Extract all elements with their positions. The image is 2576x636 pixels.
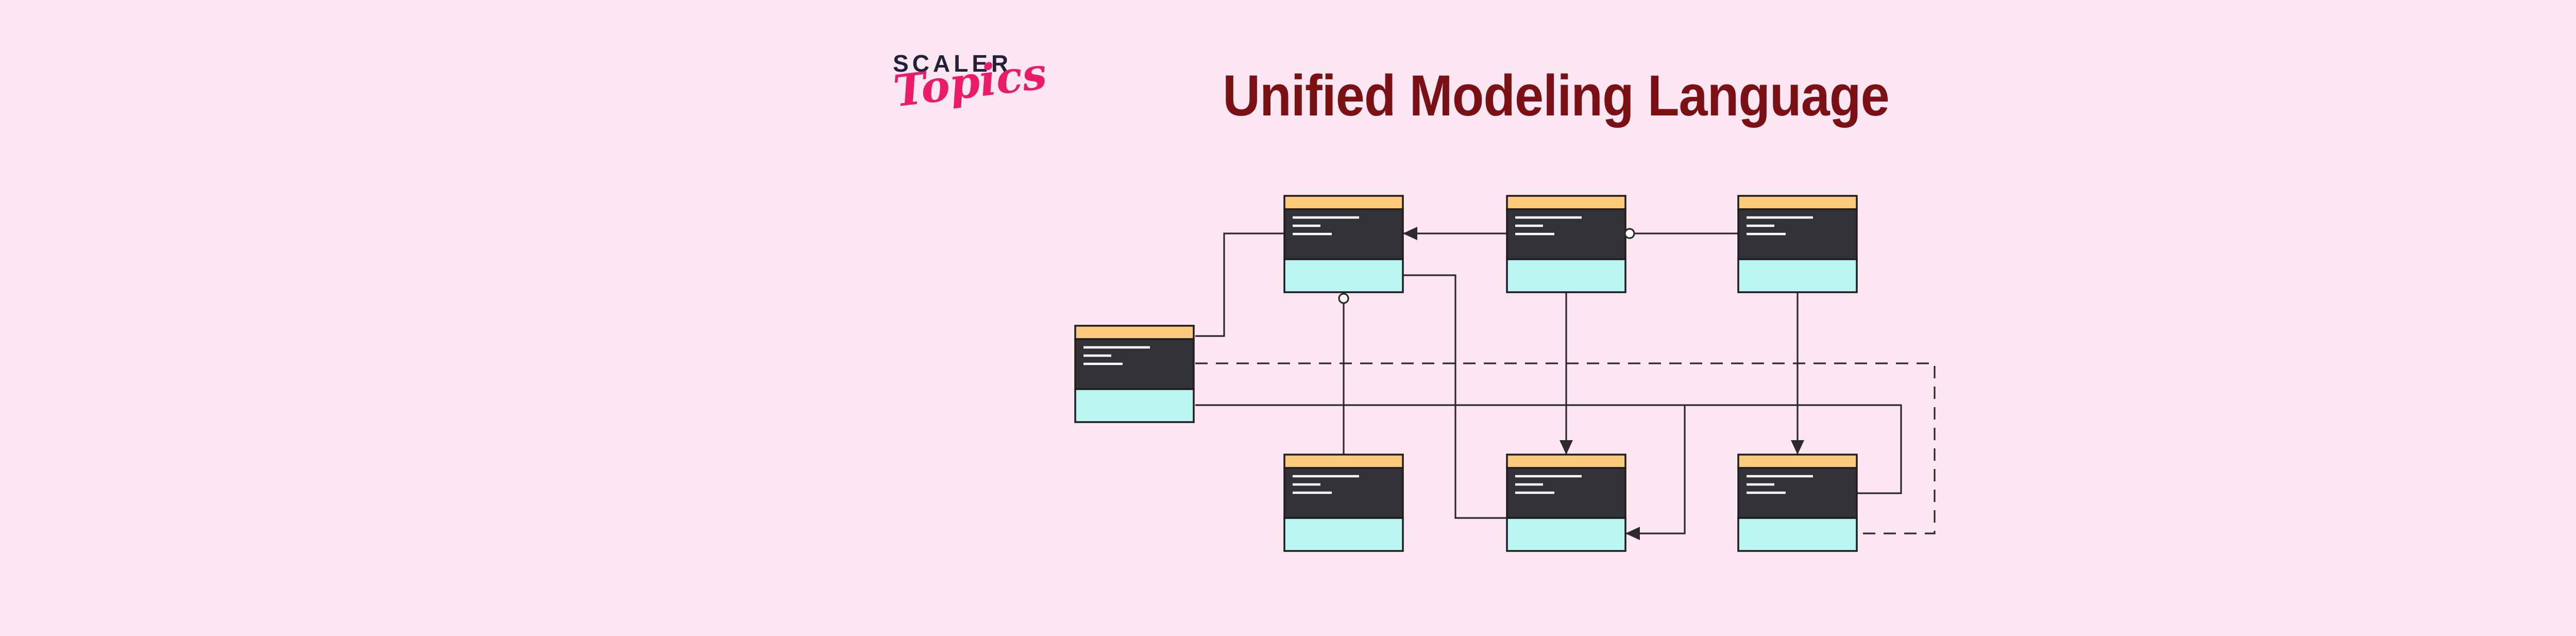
class-box-bottom-3-footer xyxy=(1737,517,1858,552)
class-box-top-1 xyxy=(1283,195,1404,293)
class-box-bottom-2 xyxy=(1506,454,1626,552)
connector-top3-to-bottom3-arrow-arrowhead xyxy=(1791,440,1804,455)
connector-top2-to-bottom2-arrow-arrowhead xyxy=(1560,440,1573,455)
interface-circle-top1-bottom xyxy=(1338,293,1349,304)
class-box-top-1-footer xyxy=(1283,258,1404,293)
class-box-top-2-footer xyxy=(1506,258,1626,293)
class-box-top-3-footer xyxy=(1737,258,1858,293)
class-box-bottom-1-header xyxy=(1283,454,1404,469)
connector-left-to-bottom3-solid xyxy=(1195,404,1902,494)
connector-branch-to-bottom2-arrow xyxy=(1625,405,1686,534)
class-box-left xyxy=(1074,325,1195,423)
class-box-left-header xyxy=(1074,325,1195,340)
logo-brand-text: SCALER xyxy=(893,50,1012,77)
connector-left-to-bottom3-dashed xyxy=(1195,362,1936,534)
connector-branch-to-bottom2-arrow-arrowhead xyxy=(1625,527,1640,540)
class-box-bottom-2-header xyxy=(1506,454,1626,469)
class-box-top-1-header xyxy=(1283,195,1404,210)
scaler-topics-logo: SCALER Topics xyxy=(891,47,1049,117)
class-box-bottom-3-header xyxy=(1737,454,1858,469)
class-box-bottom-2-footer xyxy=(1506,517,1626,552)
page-title: Unified Modeling Language xyxy=(1223,63,1889,128)
interface-circle-top2-right xyxy=(1624,228,1635,239)
connector-top1-to-bottom2-left xyxy=(1403,274,1507,519)
class-box-top-3-header xyxy=(1737,195,1858,210)
class-box-top-2-header xyxy=(1506,195,1626,210)
class-box-top-2 xyxy=(1506,195,1626,293)
class-box-top-3 xyxy=(1737,195,1858,293)
class-box-bottom-1 xyxy=(1283,454,1404,552)
class-box-bottom-1-footer xyxy=(1283,517,1404,552)
class-box-bottom-3 xyxy=(1737,454,1858,552)
connector-top2-to-top1-arrow-arrowhead xyxy=(1403,227,1417,240)
connector-left-to-top1 xyxy=(1195,232,1284,337)
class-box-left-footer xyxy=(1074,388,1195,423)
